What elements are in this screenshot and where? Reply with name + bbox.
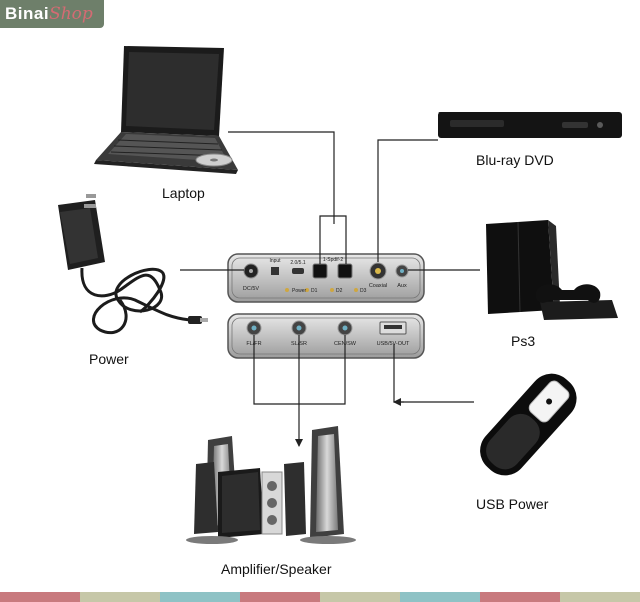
led-label-power: Power <box>292 288 307 294</box>
usb-power-stick-illustration <box>480 373 577 476</box>
footer-stripe-7 <box>480 592 560 602</box>
usb-power-label: USB Power <box>476 496 549 512</box>
mode-switch-label: 2.0/5.1 <box>290 260 306 266</box>
power-adapter-illustration <box>58 194 208 335</box>
laptop-to-converter-line <box>228 131 335 224</box>
footer-stripe-6 <box>400 592 480 602</box>
led-label-d2: D2 <box>336 288 343 294</box>
footer-stripe-5 <box>320 592 400 602</box>
bluray-label: Blu-ray DVD <box>476 152 554 168</box>
brand-name-part1: Binai <box>5 4 50 23</box>
ps3-label: Ps3 <box>511 333 536 349</box>
power-label: Power <box>89 351 129 367</box>
led-label-d1: D1 <box>311 288 318 294</box>
port-label-usb-out: USB/5V-OUT <box>377 341 410 347</box>
bluray-player-illustration <box>438 112 622 138</box>
dc-port-label: DC/5V <box>243 286 260 292</box>
bluray-to-converter-line <box>377 139 438 262</box>
ps3-illustration <box>486 220 618 320</box>
optical-bracket-line <box>319 215 347 264</box>
footer-stripe-1 <box>0 592 80 602</box>
input-button-label: Input <box>269 258 281 264</box>
footer-stripe-2 <box>80 592 160 602</box>
speaker-set-illustration <box>186 426 356 544</box>
speaker-label: Amplifier/Speaker <box>221 561 332 577</box>
footer-stripe-8 <box>560 592 640 602</box>
coaxial-port-label: Coaxial <box>369 283 387 289</box>
brand-name-part2: Shop <box>49 4 93 24</box>
aux-port-label: Aux <box>397 283 407 289</box>
spdif-port-label: 1-Spdif-2 <box>323 257 344 263</box>
led-label-d3: D3 <box>360 288 367 294</box>
footer-stripe-4 <box>240 592 320 602</box>
footer-stripe-3 <box>160 592 240 602</box>
laptop-label: Laptop <box>162 185 205 201</box>
laptop-illustration <box>94 46 238 174</box>
converter-top-panel <box>227 253 425 303</box>
